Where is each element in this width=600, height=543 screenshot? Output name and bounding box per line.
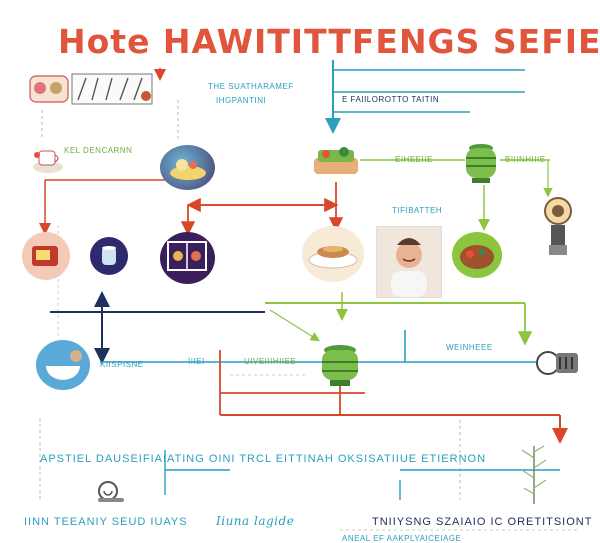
serving-dish-icon (314, 147, 358, 174)
label-top-center-1: THE SUATHARAMEF (208, 82, 294, 91)
pancake-plate-icon (302, 226, 364, 282)
herb-sprig-icon (521, 445, 547, 504)
hand-mixer-icon (544, 197, 572, 255)
coffee-cup-icon (33, 150, 63, 173)
label-footer-bottom: ANEAL EF AAKPLYAICEIAGE (342, 534, 462, 543)
moon-cup-icon (90, 237, 128, 275)
label-row-mid-b: UIVEIIIHIIEE (244, 357, 297, 366)
coffee-grinder-icon (536, 351, 578, 375)
label-footer-right: TNIIYSNG SZAIAIO IC ORETITSIONT (372, 516, 593, 528)
label-mid-center: TIFIBATTEH (392, 206, 443, 215)
cupcake-tray-icon (29, 73, 153, 105)
chef-portrait-icon (376, 226, 442, 298)
dessert-plate-icon (160, 145, 215, 190)
label-footer-left: IINN TEEANIY SEUD IUAYS (24, 516, 188, 528)
diagram-title: Hote HAWITITTFENGS SEFIEH (58, 22, 600, 61)
label-row-left: KIISPISNE (100, 360, 144, 369)
snail-icon (98, 481, 124, 502)
label-center-right-a: EIHEEIIE (395, 155, 433, 164)
blender-icon (322, 345, 358, 386)
kitchen-tools-icon (22, 232, 70, 280)
label-bottom-banner: APSTIEL DAUSEIFIAIATING OINI TRCL EITTIN… (40, 453, 487, 465)
cutlery-window-icon (160, 232, 215, 284)
label-row-mid-a: IIIEI (188, 357, 205, 366)
label-left-mid: KEL DENCARNN (64, 146, 133, 155)
label-top-right: E FAIILOROTTO TAITIN (342, 95, 440, 104)
pot-icon (466, 144, 496, 183)
garnished-dish-icon (452, 232, 502, 278)
label-footer-mid: Iiuna lagide (216, 514, 295, 528)
label-center-right-b: BIIINHIIIE (505, 155, 546, 164)
label-row-right: WEINHEEE (446, 343, 493, 352)
bowl-icon (36, 340, 90, 390)
label-top-center-2: IHGPANTINI (216, 96, 267, 105)
